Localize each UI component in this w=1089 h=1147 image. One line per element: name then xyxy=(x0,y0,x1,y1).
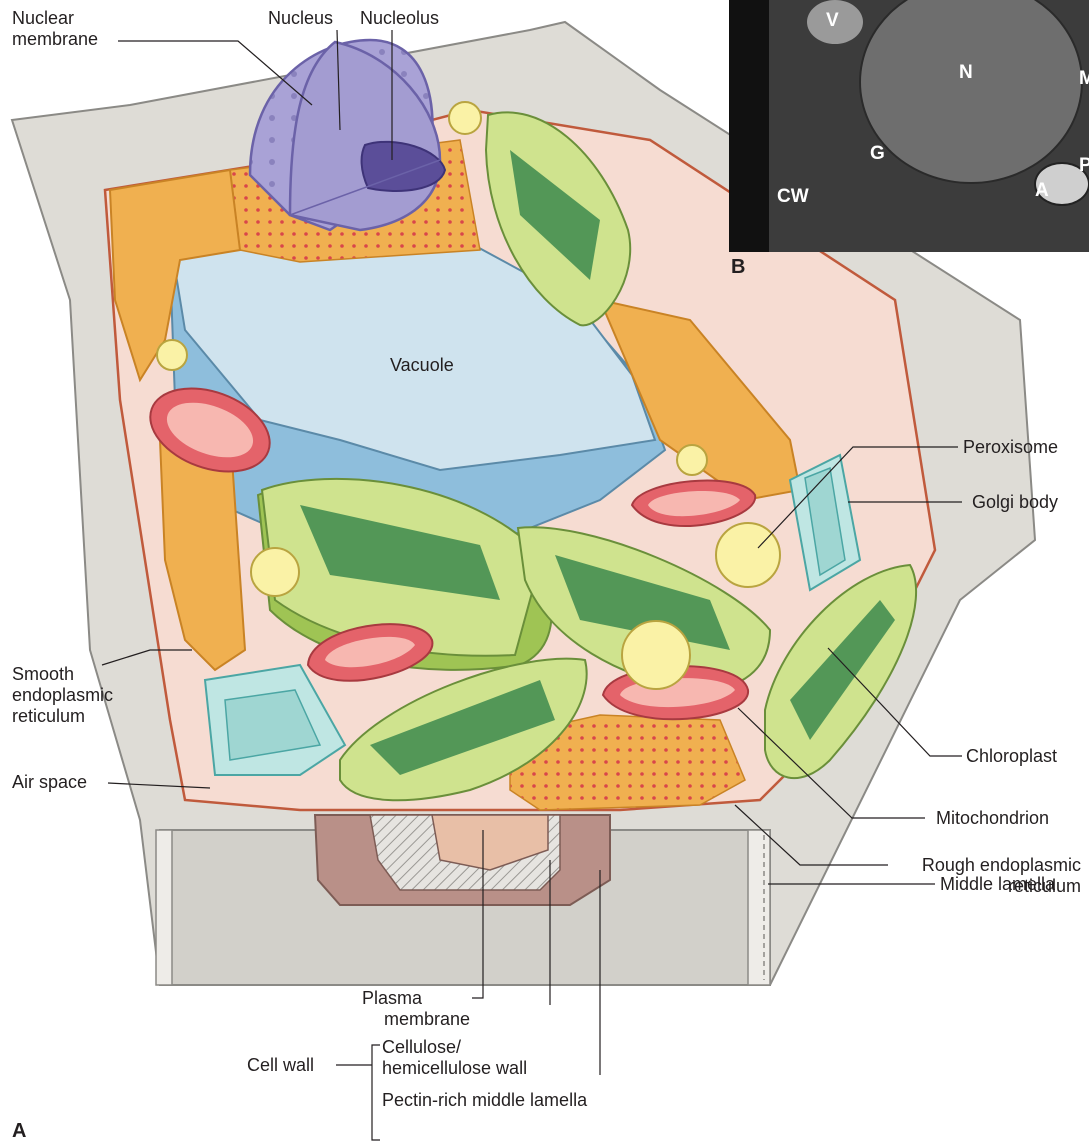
peroxisome-mid-right xyxy=(677,445,707,475)
micrograph-nucleus xyxy=(859,0,1083,184)
label-pectin-middle-lamella: Pectin-rich middle lamella xyxy=(382,1090,587,1111)
label-cell-wall: Cell wall xyxy=(247,1055,314,1076)
label-chloroplast: Chloroplast xyxy=(966,746,1057,767)
peroxisome-left xyxy=(157,340,187,370)
micrograph-label-a: A xyxy=(1035,180,1049,202)
micrograph-label-g: G xyxy=(870,143,885,165)
label-golgi-body: Golgi body xyxy=(972,492,1058,513)
micrograph-cell-wall xyxy=(729,0,769,252)
label-smooth-er: Smooth endoplasmic reticulum xyxy=(12,664,113,727)
peroxisome-bottom xyxy=(622,621,690,689)
label-nucleolus: Nucleolus xyxy=(360,8,439,29)
label-air-space: Air space xyxy=(12,772,87,793)
peroxisome-lower-left xyxy=(251,548,299,596)
micrograph: V N M G CW A P xyxy=(729,0,1089,252)
label-middle-lamella: Middle lamella xyxy=(940,874,1055,895)
panel-label-a: A xyxy=(12,1120,26,1143)
label-mitochondrion: Mitochondrion xyxy=(936,808,1049,829)
panel-label-b: B xyxy=(731,256,745,279)
micrograph-label-edge: P xyxy=(1079,155,1089,177)
wall-cutaway xyxy=(315,815,610,905)
peroxisome-top xyxy=(449,102,481,134)
label-cellulose-wall: Cellulose/ hemicellulose wall xyxy=(382,1037,527,1079)
micrograph-label-m: M xyxy=(1079,68,1089,90)
label-vacuole: Vacuole xyxy=(390,355,454,376)
nucleus xyxy=(250,40,445,230)
micrograph-label-n: N xyxy=(959,62,973,84)
label-plasma-membrane: Plasma membrane xyxy=(352,988,470,1030)
micrograph-label-v: V xyxy=(826,10,839,32)
micrograph-label-cw: CW xyxy=(777,186,809,208)
label-nuclear-membrane: Nuclear membrane xyxy=(12,8,98,50)
peroxisome-main xyxy=(716,523,780,587)
label-peroxisome: Peroxisome xyxy=(963,437,1058,458)
label-nucleus: Nucleus xyxy=(268,8,333,29)
